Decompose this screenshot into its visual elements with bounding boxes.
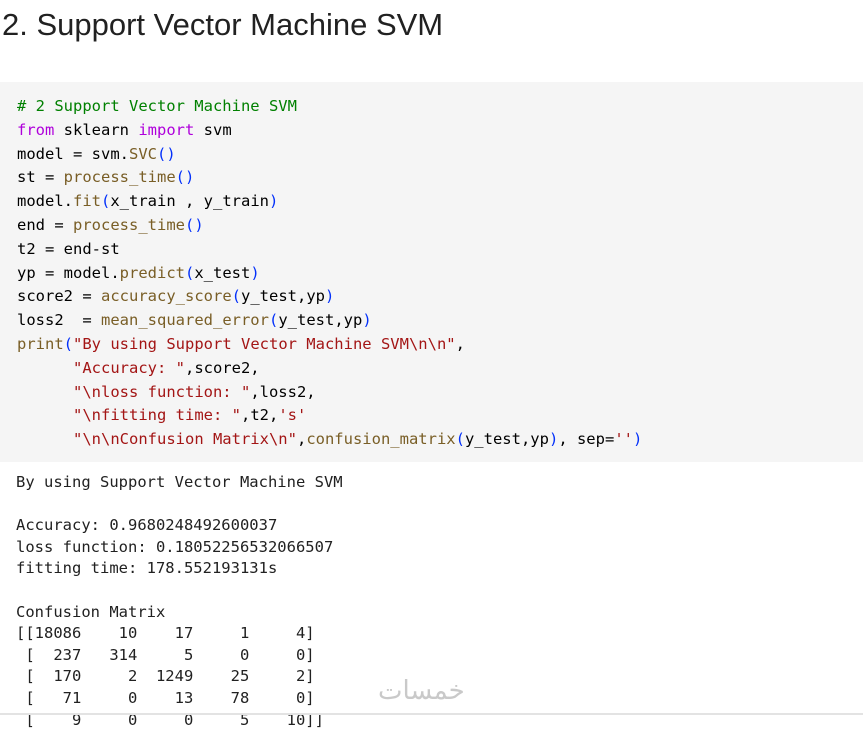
code-token	[17, 383, 73, 401]
code-token: yp = model.	[17, 263, 120, 282]
output-line: loss function: 0.18052256532066507	[16, 537, 334, 556]
output-line: fitting time: 178.552193131s	[16, 559, 278, 578]
code-token: loss2 =	[17, 311, 101, 330]
code-token: )	[250, 263, 260, 282]
code-token: t2 = end-st	[17, 239, 120, 258]
code-line: "\nfitting time: ",t2,'s'	[17, 404, 642, 428]
code-line: from sklearn import svm	[17, 119, 642, 143]
code-token: y_test,yp	[241, 287, 325, 306]
code-token: # 2 Support Vector Machine SVM	[17, 97, 297, 115]
code-token: (	[231, 287, 241, 306]
code-token: ()	[184, 215, 204, 234]
code-line: st = process_time()	[17, 166, 642, 190]
code-token: y_test,yp	[278, 311, 363, 330]
code-token: ,loss2,	[250, 382, 316, 401]
output-line: Confusion Matrix	[16, 602, 166, 621]
code-token	[17, 359, 73, 377]
code-line: model = svm.SVC()	[17, 143, 642, 167]
code-token: x_test	[194, 263, 251, 282]
code-token	[17, 406, 73, 424]
code-token: end =	[17, 215, 73, 234]
code-token: process_time	[73, 215, 185, 234]
code-line: "\nloss function: ",loss2,	[17, 381, 642, 405]
code-line: t2 = end-st	[17, 238, 642, 262]
code-token: "\n\nConfusion Matrix\n"	[73, 430, 297, 449]
output-line: [[18086 10 17 1 4]	[16, 624, 315, 643]
code-token: , sep=	[558, 430, 615, 449]
code-token: score2 =	[17, 287, 101, 306]
output-line	[16, 494, 343, 516]
code-token: import	[138, 120, 195, 139]
code-token: ,	[455, 334, 465, 353]
code-token: fit	[73, 192, 101, 211]
output-line: By using Support Vector Machine SVM	[16, 473, 343, 491]
code-token: model.	[17, 192, 73, 211]
code-token	[17, 430, 73, 448]
code-token: "Accuracy: "	[73, 358, 185, 377]
code-editor[interactable]: # 2 Support Vector Machine SVM from sklea…	[17, 95, 642, 452]
code-token: ()	[175, 168, 195, 187]
code-token: process_time	[63, 168, 176, 187]
code-line: yp = model.predict(x_test)	[17, 262, 642, 286]
code-line: "\n\nConfusion Matrix\n",confusion_matri…	[17, 428, 642, 452]
code-token: )	[548, 430, 559, 449]
code-token: "\nfitting time: "	[73, 406, 241, 425]
code-token: confusion_matrix	[306, 430, 456, 449]
code-token: )	[268, 192, 279, 211]
code-token: 's'	[278, 406, 307, 425]
code-token: )	[362, 311, 372, 330]
code-line: score2 = accuracy_score(y_test,yp)	[17, 285, 642, 309]
code-token: x_train , y_train	[110, 192, 269, 211]
code-token: (	[455, 430, 465, 449]
code-cell[interactable]	[0, 82, 863, 462]
code-token: mean_squared_error	[101, 311, 269, 330]
code-line: "Accuracy: ",score2,	[17, 357, 642, 381]
code-token: predict	[119, 263, 185, 282]
code-token: (	[63, 334, 74, 353]
code-token: )	[325, 287, 335, 306]
code-token: model = svm.	[17, 144, 129, 163]
code-token: st =	[17, 168, 64, 187]
output-line	[16, 580, 343, 602]
code-token: (	[268, 311, 279, 330]
code-token: y_test,yp	[464, 430, 549, 449]
output-line: [ 71 0 13 78 0]	[16, 688, 315, 707]
code-token: )	[632, 430, 643, 449]
code-token: sklearn	[54, 120, 139, 139]
code-line: model.fit(x_train , y_train)	[17, 190, 642, 214]
code-token: ()	[156, 144, 176, 163]
cell-divider	[0, 713, 863, 715]
code-token: from	[17, 120, 55, 139]
section-heading: 2. Support Vector Machine SVM	[2, 7, 444, 42]
code-token: (	[101, 192, 111, 211]
code-token: "By using Support Vector Machine SVM\n\n…	[73, 334, 456, 353]
code-line: print("By using Support Vector Machine S…	[17, 333, 642, 357]
code-token: accuracy_score	[101, 287, 232, 306]
code-token: ,score2,	[184, 358, 260, 377]
output-line: Accuracy: 0.9680248492600037	[16, 516, 278, 535]
code-token: (	[184, 263, 195, 282]
code-line: loss2 = mean_squared_error(y_test,yp)	[17, 309, 642, 333]
code-token: ,t2,	[240, 406, 279, 425]
code-token: svm	[194, 120, 232, 139]
code-token: SVC	[128, 144, 157, 163]
site-watermark-logo: خمسات	[378, 676, 465, 706]
output-line: [ 237 314 5 0 0]	[16, 645, 315, 664]
code-token: ''	[614, 430, 633, 449]
code-line: # 2 Support Vector Machine SVM	[17, 95, 642, 119]
code-line: end = process_time()	[17, 214, 642, 238]
cell-output: By using Support Vector Machine SVM Accur…	[16, 472, 343, 731]
code-token: "\nloss function: "	[73, 382, 251, 401]
code-token: print	[17, 334, 64, 353]
code-token: ,	[296, 430, 307, 449]
output-line: [ 170 2 1249 25 2]	[16, 667, 315, 686]
